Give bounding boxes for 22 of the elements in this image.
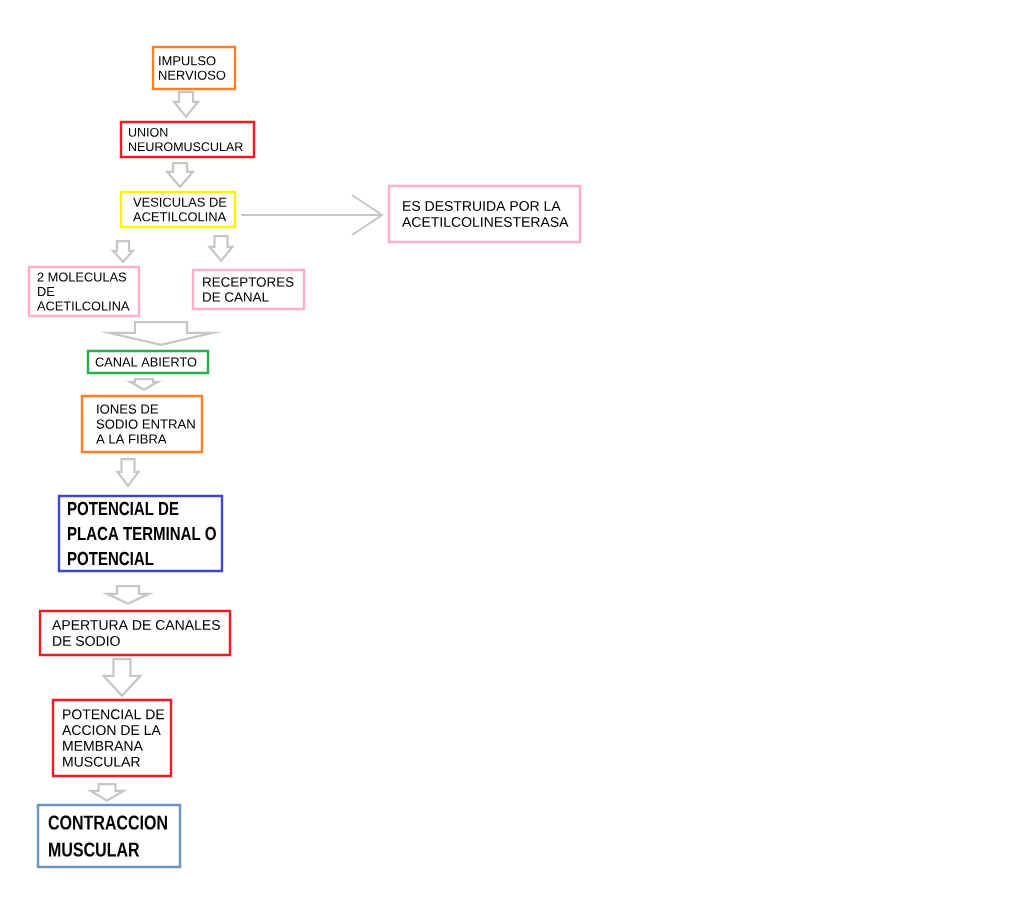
block-arrow [125, 378, 163, 392]
block-arrow [102, 585, 154, 606]
block-arrow [164, 162, 196, 189]
process-box: IONES DE SODIO ENTRAN A LA FIBRA [80, 394, 204, 454]
process-box: VESICULAS DE ACETILCOLINA [119, 190, 237, 229]
process-box: CONTRACCION MUSCULAR [36, 803, 182, 869]
block-arrow [101, 658, 144, 698]
arrow [240, 194, 384, 236]
block-arrow [86, 783, 128, 803]
block-arrow [207, 235, 235, 263]
process-box: UNION NEUROMUSCULAR [119, 120, 256, 159]
block-arrow [115, 458, 141, 488]
process-box: POTENCIAL DE PLACA TERMINAL O POTENCIAL [57, 494, 224, 573]
process-box: APERTURA DE CANALES DE SODIO [38, 609, 232, 657]
process-box: POTENCIAL DE ACCION DE LA MEMBRANA MUSCULAR [51, 698, 173, 778]
process-box: RECEPTORES DE CANAL [191, 268, 306, 311]
process-box: 2 MOLECULAS DE ACETILCOLINA [27, 265, 141, 318]
block-arrow [171, 91, 201, 119]
process-box: CANAL ABIERTO [86, 349, 210, 375]
block-arrow [110, 240, 136, 264]
process-box: ES DESTRUIDA POR LA ACETILCOLINESTERASA [387, 184, 582, 244]
process-box: IMPULSO NERVIOSO [151, 45, 237, 91]
